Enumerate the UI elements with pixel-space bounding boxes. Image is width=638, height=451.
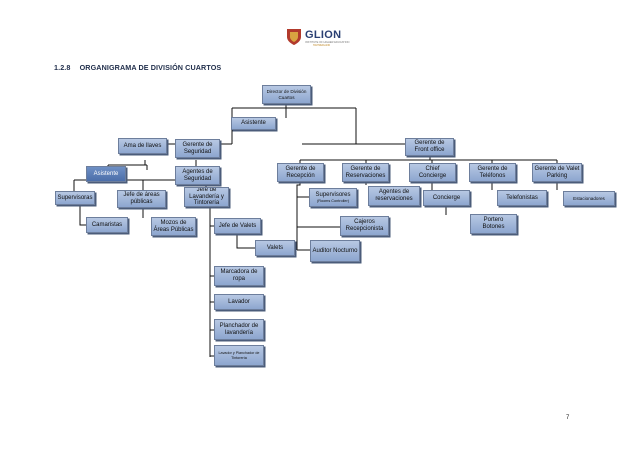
telefonistas-label: Telefonistas (506, 194, 538, 201)
supervisoras-label: Supervisoras (57, 194, 93, 201)
lavador-planchador-tintoreria-box: Lavador y Planchador de Tintorería (214, 345, 264, 366)
section-number: 1.2.8 (54, 63, 71, 72)
gerente-telefonos-label: Gerente de Teléfonos (477, 165, 508, 179)
section-title: ORGANIGRAMA DE DIVISIÓN CUARTOS (79, 63, 222, 72)
lavador-box: Lavador (214, 294, 264, 310)
logo-country: SWITZERLAND (313, 44, 331, 47)
agentes-seguridad-label: Agentes de Seguridad (182, 168, 213, 182)
portero-botones-box: Portero Botones (470, 214, 517, 234)
jefe-lavanderia-label: Jefe de Lavandería y Tintorería (189, 187, 224, 207)
gerente-reservaciones-label: Gerente de Reservaciones (345, 165, 386, 179)
page-number: 7 (566, 415, 570, 421)
gerente-reservaciones-box: Gerente de Reservaciones (342, 163, 389, 182)
supervisores-label: Supervisores (315, 191, 351, 198)
agentes-seguridad-box: Agentes de Seguridad (175, 166, 220, 185)
marcadora-ropa-box: Marcadora de ropa (214, 266, 264, 286)
cajeros-recepcionista-box: Cajeros Recepcionista (340, 216, 389, 236)
auditor-nocturno-box: Auditor Nocturno (310, 240, 360, 262)
jefe-lavanderia-box: Jefe de Lavandería y Tintorería (184, 187, 229, 207)
gerente-seguridad-box: Gerente de Seguridad (175, 139, 220, 158)
telefonistas-box: Telefonistas (497, 190, 547, 206)
gerente-recepcion-box: Gerente de Recepción (277, 163, 324, 182)
supervisoras-box: Supervisoras (55, 191, 95, 205)
director-label: Director de División Cuartos (266, 89, 307, 100)
chief-concierge-box: Chief Concierge (409, 163, 456, 182)
mozos-areas-publicas-box: Mozos de Áreas Públicas (151, 217, 196, 236)
ama-de-llaves-label: Ama de llaves (123, 142, 162, 149)
gerente-valet-parking-label: Gerente de Valet Parking (534, 165, 580, 179)
estacionadores-box: Estacionadores (563, 191, 615, 206)
gerente-front-office-box: Gerente de Front office (405, 138, 454, 156)
supervisores-box: Supervisores (Rooms Controller) (309, 188, 357, 207)
gerente-telefonos-box: Gerente de Teléfonos (469, 163, 516, 182)
jefe-areas-publicas-label: Jefe de áreas públicas (123, 192, 160, 205)
gerente-recepcion-label: Gerente de Recepción (285, 165, 316, 179)
director-box: Director de División Cuartos (262, 85, 311, 104)
logo-wordmark: GLION (305, 29, 342, 41)
gerente-front-office-label: Gerente de Front office (414, 140, 445, 153)
cajeros-recepcionista-label: Cajeros Recepcionista (345, 219, 384, 232)
agentes-reservaciones-label: Agentes de reservaciones (375, 189, 413, 202)
concierge-box: Concierge (423, 190, 470, 206)
planchador-lavanderia-box: Planchador de lavandería (214, 319, 264, 340)
valets-label: Valets (266, 244, 284, 251)
asistente-top-label: Asistente (241, 120, 266, 127)
ama-de-llaves-box: Ama de llaves (118, 138, 167, 154)
auditor-nocturno-label: Auditor Nocturno (312, 247, 358, 254)
gerente-valet-parking-box: Gerente de Valet Parking (532, 163, 582, 182)
asistente-top-box: Asistente (231, 117, 276, 130)
planchador-lavanderia-label: Planchador de lavandería (219, 322, 259, 336)
shield-icon (287, 29, 301, 45)
portero-botones-label: Portero Botones (482, 217, 505, 230)
lavador-planchador-tintoreria-label: Lavador y Planchador de Tintorería (218, 351, 260, 360)
rooms-controller-label: (Rooms Controller) (316, 198, 350, 203)
agentes-reservaciones-box: Agentes de reservaciones (368, 186, 420, 206)
logo-subtitle: INSTITUTE OF HIGHER EDUCATION (305, 41, 350, 44)
asistente-label: Asistente (93, 170, 119, 177)
marcadora-ropa-label: Marcadora de ropa (220, 269, 258, 282)
valets-box: Valets (255, 240, 295, 256)
mozos-areas-publicas-label: Mozos de Áreas Públicas (153, 219, 194, 233)
glion-logo: GLION INSTITUTE OF HIGHER EDUCATION SWIT… (286, 28, 358, 48)
lavador-label: Lavador (228, 298, 250, 305)
jefe-valets-box: Jefe de Valets (214, 218, 261, 234)
concierge-label: Concierge (432, 194, 461, 201)
estacionadores-label: Estacionadores (573, 195, 605, 201)
asistente-box: Asistente (86, 166, 126, 182)
jefe-valets-label: Jefe de Valets (218, 222, 257, 229)
camaristas-box: Camaristas (86, 217, 128, 233)
jefe-areas-publicas-box: Jefe de áreas públicas (117, 190, 166, 208)
section-heading: 1.2.8 ORGANIGRAMA DE DIVISIÓN CUARTOS (54, 63, 221, 72)
chief-concierge-label: Chief Concierge (418, 165, 447, 179)
gerente-seguridad-label: Gerente de Seguridad (182, 141, 213, 155)
camaristas-label: Camaristas (91, 221, 123, 228)
